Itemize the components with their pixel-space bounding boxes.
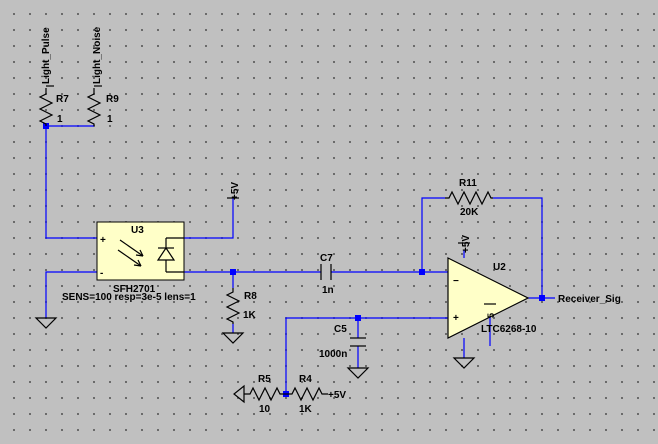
u3-params: SENS=100 resp=3e-5 lens=1: [62, 292, 196, 303]
u3-pin-minus: -: [100, 268, 103, 279]
wire-u3-to-5v[interactable]: [184, 198, 234, 239]
resistor-r11[interactable]: R11 20K: [445, 178, 493, 218]
u2-part: LTC6268-10: [481, 324, 537, 335]
c7-value: 1n: [322, 285, 334, 296]
r7-value: 1: [57, 114, 63, 125]
ground-u3[interactable]: [34, 317, 58, 329]
resistor-r7[interactable]: Light_Pulse R7 1: [38, 27, 69, 126]
power-flag-5v-top[interactable]: +5V: [227, 182, 241, 200]
r9-ref: R9: [106, 94, 119, 105]
diode-icon: [156, 237, 184, 273]
c7-ref: C7: [320, 253, 333, 264]
r5-value: 10: [259, 404, 271, 415]
r11-ref: R11: [459, 178, 477, 189]
capacitor-c7[interactable]: C7 1n: [320, 253, 334, 296]
r4-value: 1K: [299, 404, 313, 415]
r9-value: 1: [107, 114, 113, 125]
r7-ref: R7: [56, 94, 69, 105]
junction-minus-input: [419, 269, 425, 275]
u2-pin-minus: −: [453, 276, 459, 287]
net-label-light-noise: Light_Noise: [92, 26, 103, 84]
ground-r8[interactable]: [221, 332, 245, 344]
opamp-u2[interactable]: − + U2 +5V 5 LTC6268-10: [447, 235, 537, 339]
junction-u3-out: [230, 269, 236, 275]
capacitor-c5[interactable]: C5 1000n: [319, 324, 366, 360]
wire-u3-minus-gnd[interactable]: [45, 271, 97, 318]
u3-pin-plus: +: [100, 235, 106, 246]
r4-ref: R4: [299, 374, 312, 385]
c5-ref: C5: [334, 324, 347, 335]
light-arrows-icon: [117, 239, 144, 267]
ground-c5[interactable]: [346, 367, 370, 379]
u2-ref: U2: [493, 262, 506, 273]
wire-feedback-left[interactable]: [421, 197, 445, 272]
c5-value: 1000n: [319, 349, 347, 360]
net-label-5v-opamp: +5V: [461, 235, 472, 253]
net-label-5v-divider: +5V: [328, 390, 346, 401]
resistor-r9[interactable]: Light_Noise R9 1: [86, 26, 119, 126]
u3-ref: U3: [131, 225, 144, 236]
ground-r5[interactable]: [233, 384, 245, 404]
r8-value: 1K: [243, 310, 257, 321]
junction-output: [539, 295, 545, 301]
junction-plus-input: [355, 315, 361, 321]
resistor-r8[interactable]: R8 1K: [225, 288, 257, 324]
net-label-5v-top: +5V: [230, 182, 241, 200]
u2-pin5: 5: [486, 313, 496, 318]
u3-part: SFH2701: [113, 284, 156, 295]
net-flag-receiver-sig[interactable]: Receiver_Sig: [558, 294, 621, 305]
net-label-light-pulse: Light_Pulse: [41, 27, 52, 84]
r5-ref: R5: [258, 374, 271, 385]
wire-plus-input[interactable]: [285, 317, 448, 394]
u2-pin-plus: +: [453, 313, 459, 324]
wire-feedback-right[interactable]: [493, 197, 543, 298]
photodiode-u3[interactable]: U3 + - SFH2701 SENS=100 resp=3e-5 lens=1: [62, 221, 196, 303]
net-label-receiver-sig: Receiver_Sig: [558, 294, 621, 305]
resistor-r4[interactable]: R4 1K +5V: [286, 374, 346, 415]
resistor-r5[interactable]: R5 10: [244, 374, 286, 415]
r8-ref: R8: [244, 291, 257, 302]
ground-opamp[interactable]: [452, 357, 476, 369]
wire-r7-down[interactable]: [45, 126, 97, 239]
r11-value: 20K: [460, 207, 479, 218]
